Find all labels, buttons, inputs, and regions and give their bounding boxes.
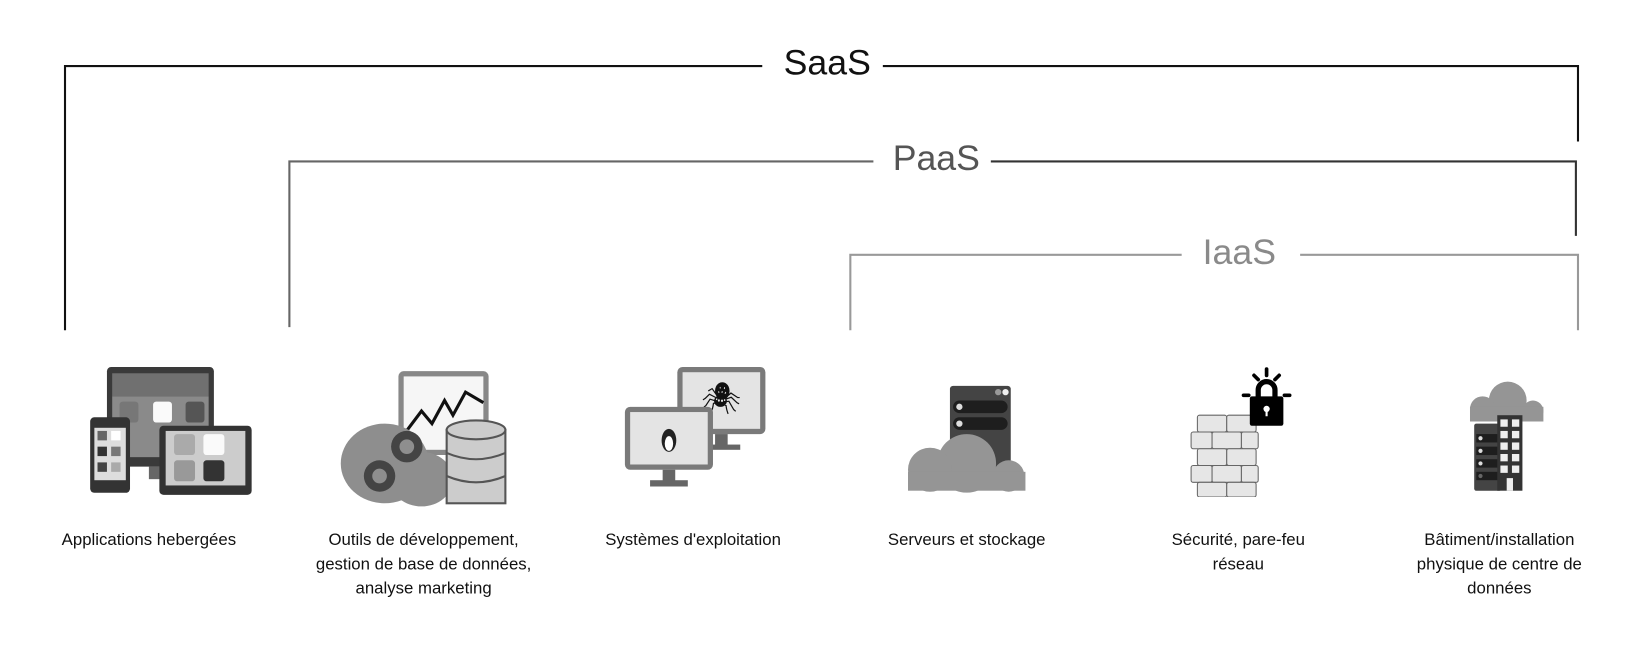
devices-icon <box>90 366 252 495</box>
iaas-bracket-right <box>1300 253 1580 331</box>
component-label-dev-tools: Outils de développement, gestion de base… <box>315 531 532 598</box>
component-label-operating-systems: Systèmes d'exploitation <box>605 531 781 550</box>
server-cloud-icon <box>908 385 1026 493</box>
iaas-bracket <box>849 253 1182 331</box>
saas-label: SaaS <box>783 42 871 83</box>
operating-systems-icon: 🕷 <box>624 366 766 487</box>
paas-bracket <box>288 160 874 328</box>
datacenter-building-icon <box>1469 381 1544 491</box>
saas-bracket-right <box>882 65 1580 142</box>
component-label-servers-storage: Serveurs et stockage <box>887 531 1046 550</box>
firewall-lock-icon <box>1190 367 1292 497</box>
dev-tools-icon <box>340 371 507 507</box>
saas-bracket <box>63 65 763 331</box>
component-label-hosted-apps: Applications hebergées <box>61 531 237 550</box>
component-label-security: Sécurité, pare-feu réseau <box>1171 531 1305 574</box>
component-label-datacenter: Bâtiment/installation physique de centre… <box>1416 531 1582 598</box>
paas-label: PaaS <box>892 138 980 179</box>
paas-bracket-right <box>990 160 1577 236</box>
iaas-label: IaaS <box>1202 232 1276 273</box>
